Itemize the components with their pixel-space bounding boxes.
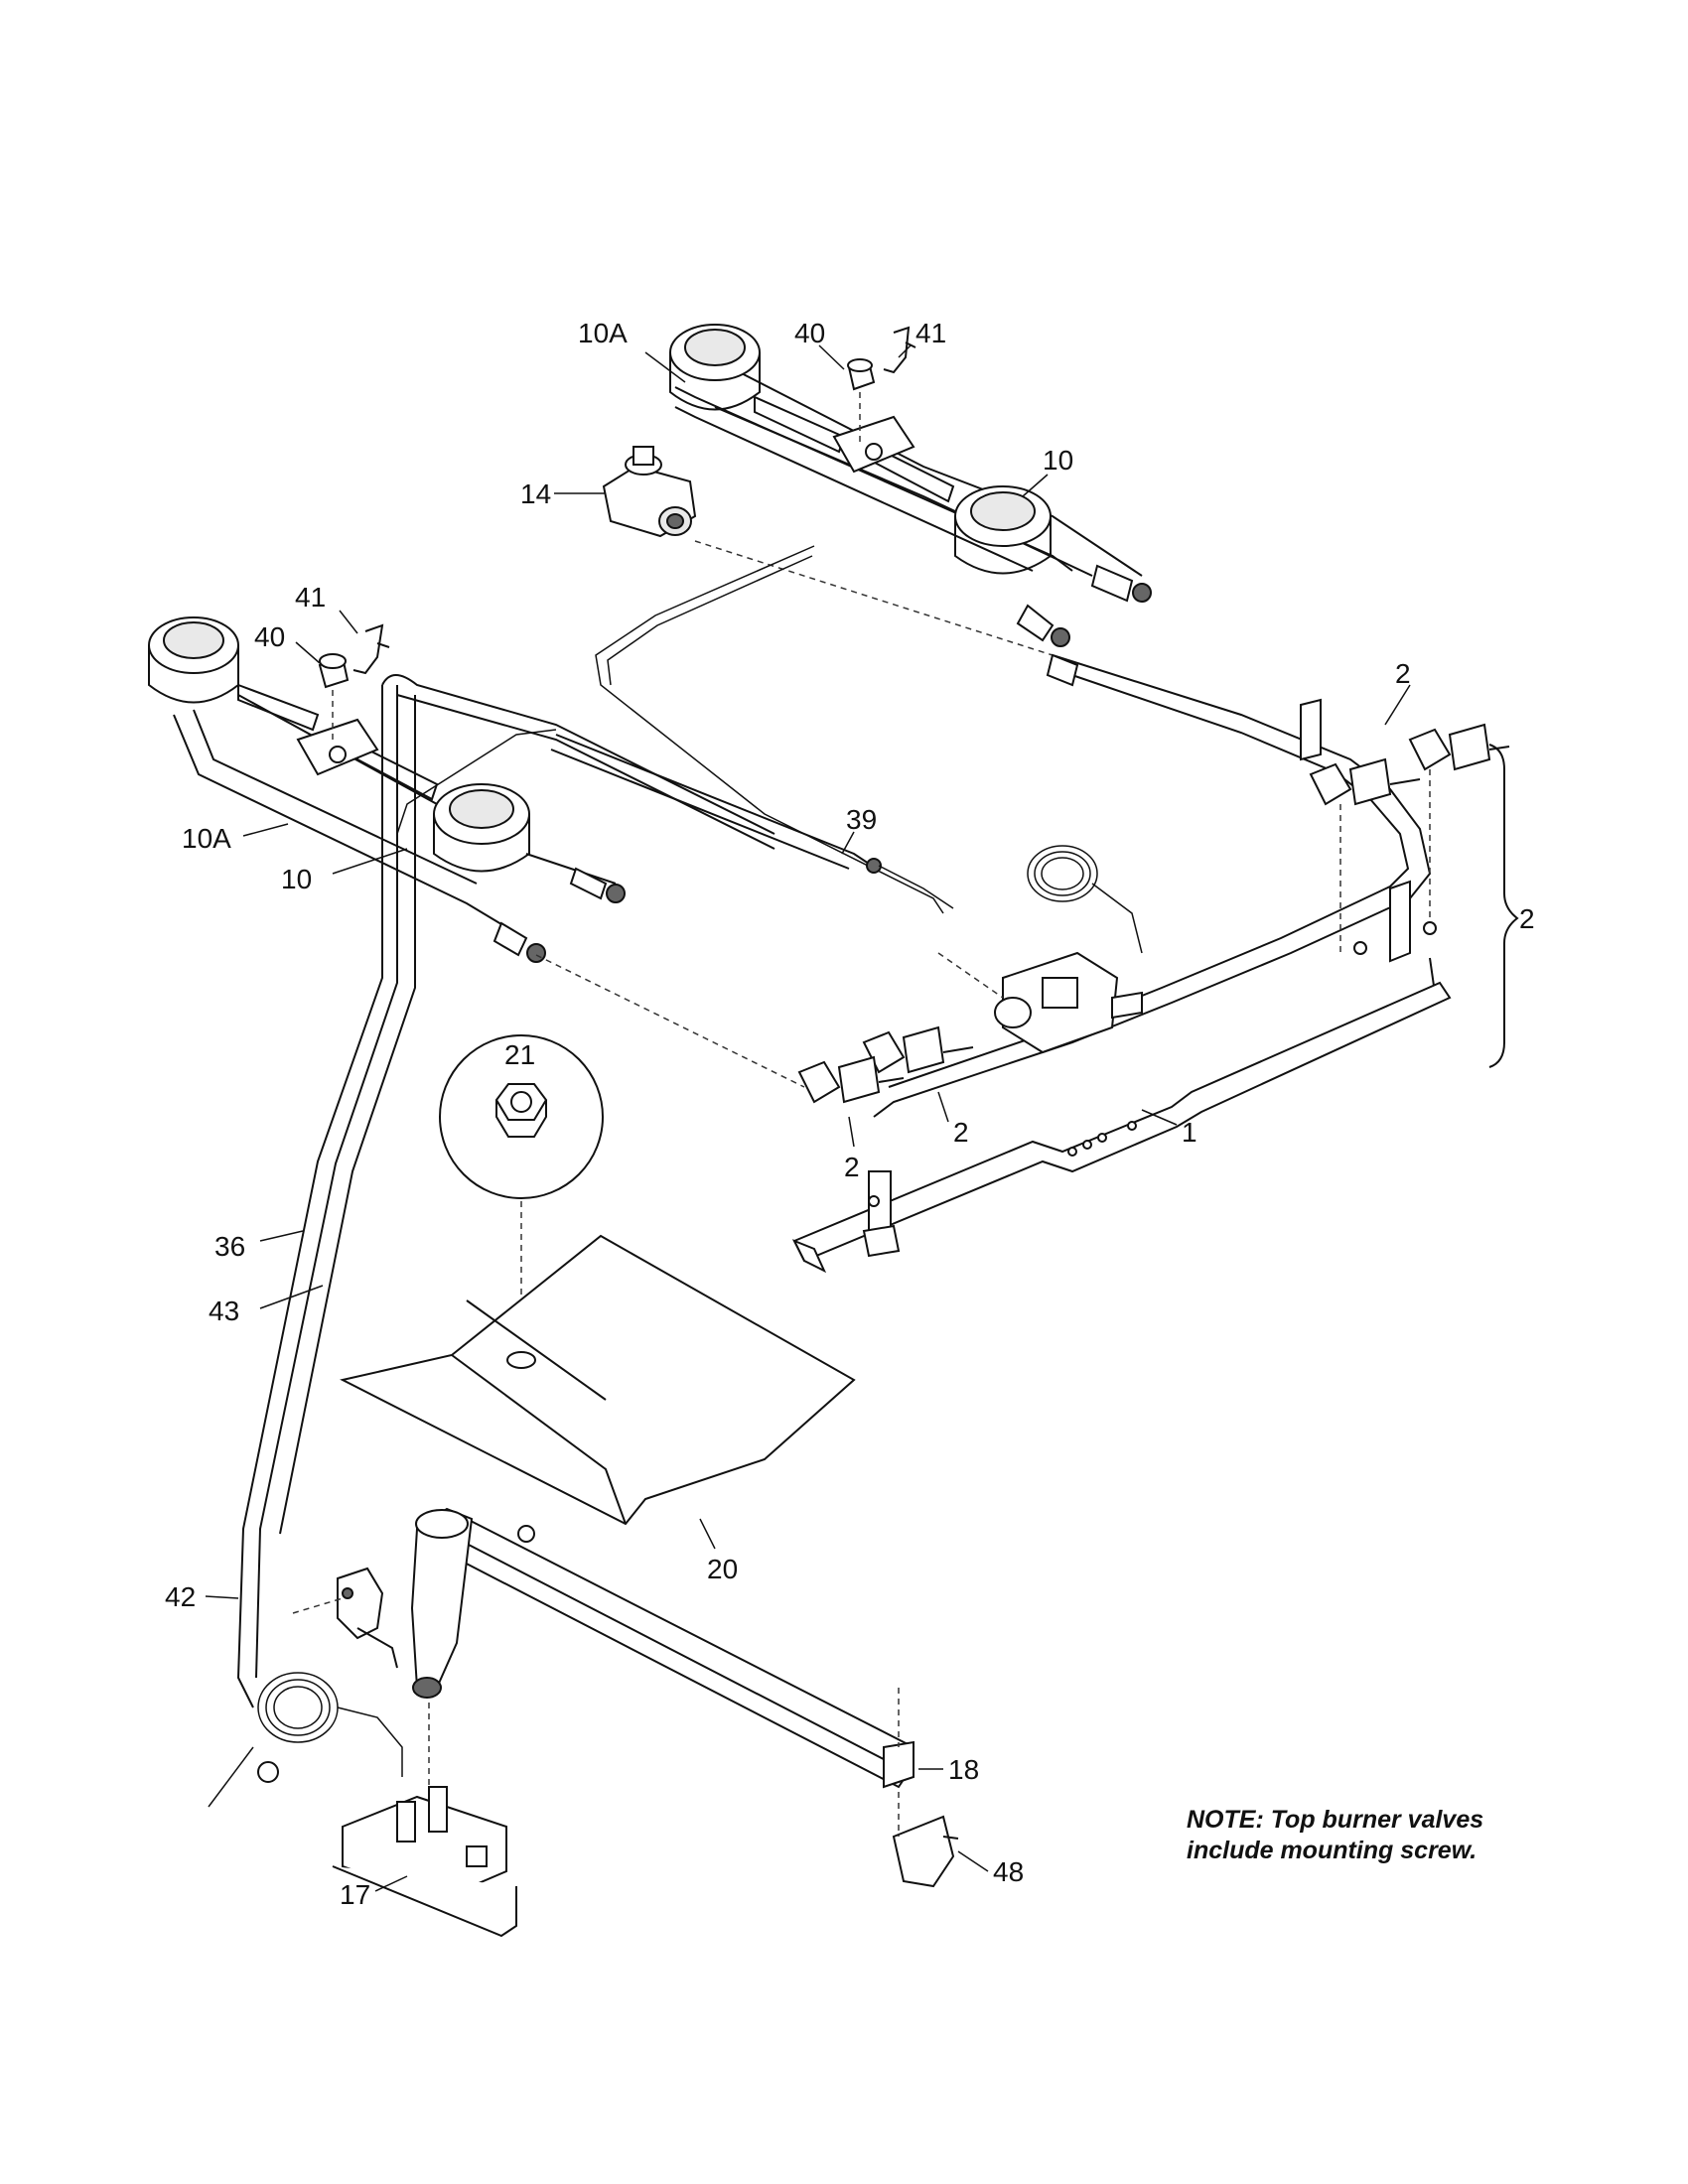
part-40-top	[847, 358, 876, 447]
callout-21: 21	[504, 1039, 535, 1070]
callout-1: 1	[1182, 1117, 1197, 1148]
top-right-burner-assembly	[669, 324, 1152, 647]
callout-10-top: 10	[1043, 445, 1073, 476]
part-17-safety-valve	[208, 1672, 517, 1938]
callout-10A-left: 10A	[182, 823, 231, 854]
left-burner-assembly	[148, 616, 775, 1708]
main-gas-tube	[396, 545, 1432, 1118]
callout-labels: 10A 40 41 14 10 41 40 10A 10 39 2 2 2 2 …	[165, 318, 1535, 1910]
leader-lines	[205, 344, 1411, 1892]
callout-41-left: 41	[295, 582, 326, 613]
top-burner-valves	[535, 698, 1519, 1104]
callout-39: 39	[846, 804, 877, 835]
part-41-left	[352, 623, 390, 675]
callout-14: 14	[520, 478, 551, 509]
part-20-shield	[340, 1234, 856, 1526]
callout-40-top: 40	[794, 318, 825, 348]
callout-48: 48	[993, 1856, 1024, 1887]
callout-17: 17	[340, 1879, 370, 1910]
part-18-oven-burner	[455, 1517, 915, 1789]
callout-2-low: 2	[844, 1152, 860, 1182]
part-39-thermocouple	[550, 734, 1143, 1054]
part-41-top	[883, 326, 916, 374]
callout-2-right: 2	[1395, 658, 1411, 689]
callout-36: 36	[214, 1231, 245, 1262]
callout-18: 18	[948, 1754, 979, 1785]
note-line-1: NOTE: Top burner valves	[1187, 1806, 1484, 1834]
valve-left-1	[862, 1025, 974, 1074]
valve-right-1	[1309, 757, 1421, 953]
valve-left-2	[535, 954, 905, 1104]
callout-41-top: 41	[915, 318, 946, 348]
part-1-manifold	[791, 981, 1452, 1274]
valve-right-2	[1408, 723, 1510, 933]
callout-2-mid: 2	[953, 1117, 969, 1148]
part-42-bracket	[292, 1567, 398, 1669]
callout-2-bracket: 2	[1519, 903, 1535, 934]
part-48-bracket	[892, 1792, 959, 1888]
callout-10A-top: 10A	[578, 318, 628, 348]
callout-20: 20	[707, 1554, 738, 1584]
mounting-screw-note: NOTE: Top burner valves include mounting…	[1187, 1805, 1604, 1866]
note-line-2: include mounting screw.	[1187, 1837, 1477, 1864]
part-14-regulator	[602, 446, 1054, 656]
callout-43: 43	[209, 1296, 239, 1326]
callout-40-left: 40	[254, 621, 285, 652]
part-21-detail	[439, 1034, 604, 1360]
part-40-left	[318, 653, 350, 745]
oven-venturi	[410, 1507, 474, 1797]
callout-42: 42	[165, 1581, 196, 1612]
callout-10-left: 10	[281, 864, 312, 894]
